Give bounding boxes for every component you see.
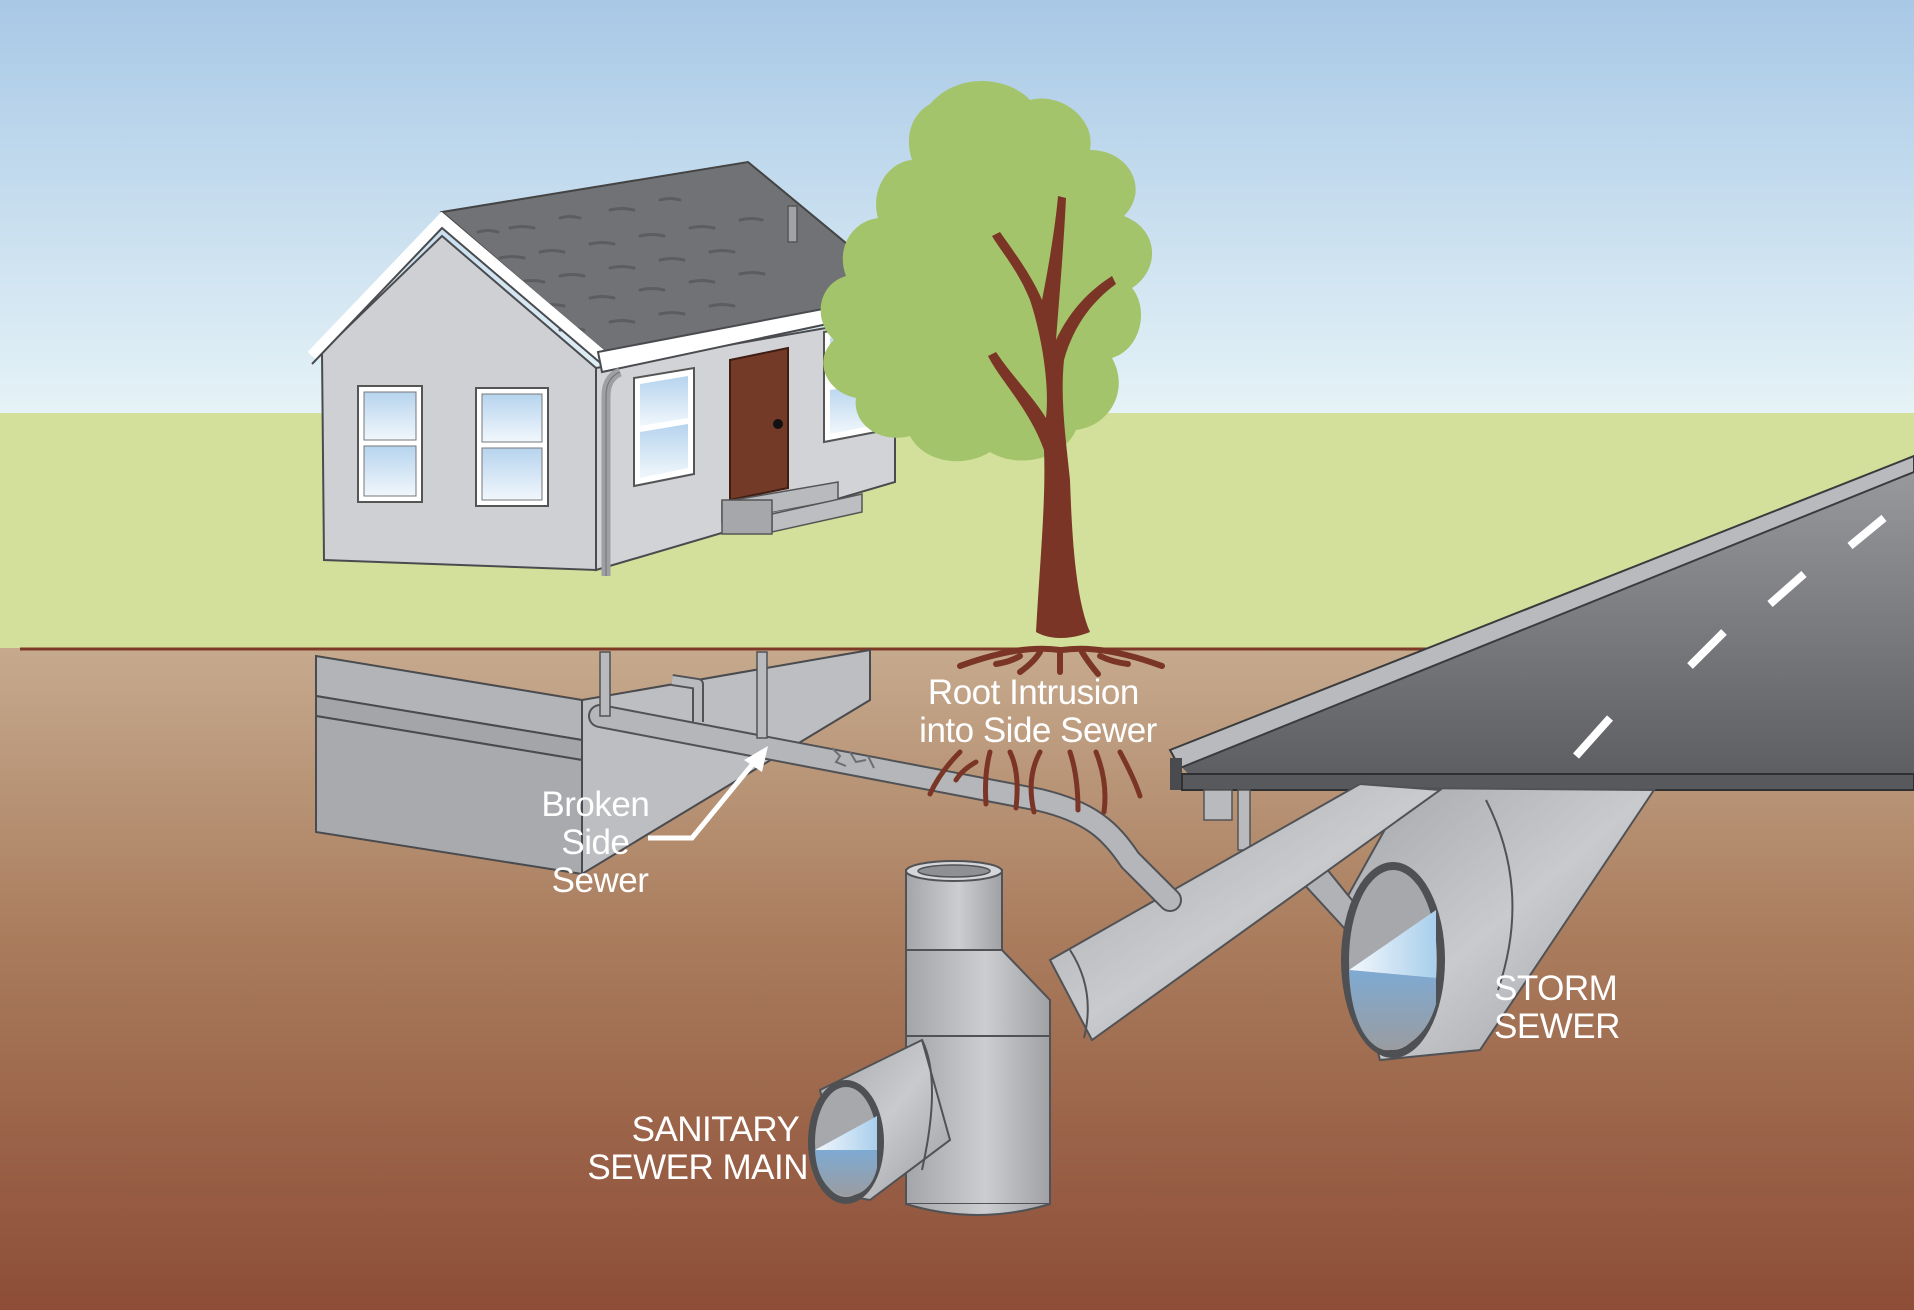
- lane-markings: [1573, 514, 1887, 759]
- label-sanitary-line2: SEWER MAIN: [587, 1148, 808, 1187]
- house-foundation: [315, 648, 871, 876]
- label-sanitary-sewer-main: SANITARY SEWER MAIN: [587, 1110, 808, 1187]
- road-edge: [1170, 758, 1182, 790]
- window-gable-left: [357, 385, 423, 503]
- label-storm-line2: SEWER: [1494, 1007, 1620, 1046]
- tree: [820, 80, 1165, 677]
- pipe-cracks: [831, 747, 875, 769]
- pipes: [588, 651, 1656, 1216]
- gable-trim: [307, 211, 608, 363]
- front-door: [729, 346, 789, 502]
- road-base: [1181, 773, 1914, 791]
- window-front: [633, 366, 695, 488]
- front-steps: [721, 481, 863, 535]
- label-broken-line2: Side: [561, 823, 629, 862]
- curb-support: [1203, 789, 1233, 821]
- intruding-roots: [927, 749, 1143, 815]
- house: [307, 160, 913, 576]
- surface-roots: [957, 645, 1165, 677]
- door-knob: [773, 419, 783, 429]
- label-storm-sewer: STORM SEWER: [1494, 969, 1626, 1046]
- tree-foliage: [820, 80, 1153, 462]
- label-storm-line1: STORM: [1494, 969, 1617, 1008]
- roof-vent: [787, 205, 798, 243]
- label-root-intrusion: Root Intrusion into Side Sewer: [919, 673, 1157, 750]
- sanitary-main-pipe: [1048, 782, 1443, 1042]
- broken-sewer-arrow: [648, 746, 768, 841]
- label-broken-line3: Sewer: [552, 861, 650, 900]
- label-root-intrusion-line1: Root Intrusion: [928, 673, 1139, 712]
- label-broken-side-sewer: Broken Side Sewer: [541, 785, 658, 900]
- tree-trunk: [988, 196, 1116, 638]
- label-root-intrusion-line2: into Side Sewer: [919, 711, 1157, 750]
- window-gable-right: [475, 387, 549, 507]
- label-broken-line1: Broken: [541, 785, 649, 824]
- label-sanitary-line1: SANITARY: [632, 1110, 800, 1149]
